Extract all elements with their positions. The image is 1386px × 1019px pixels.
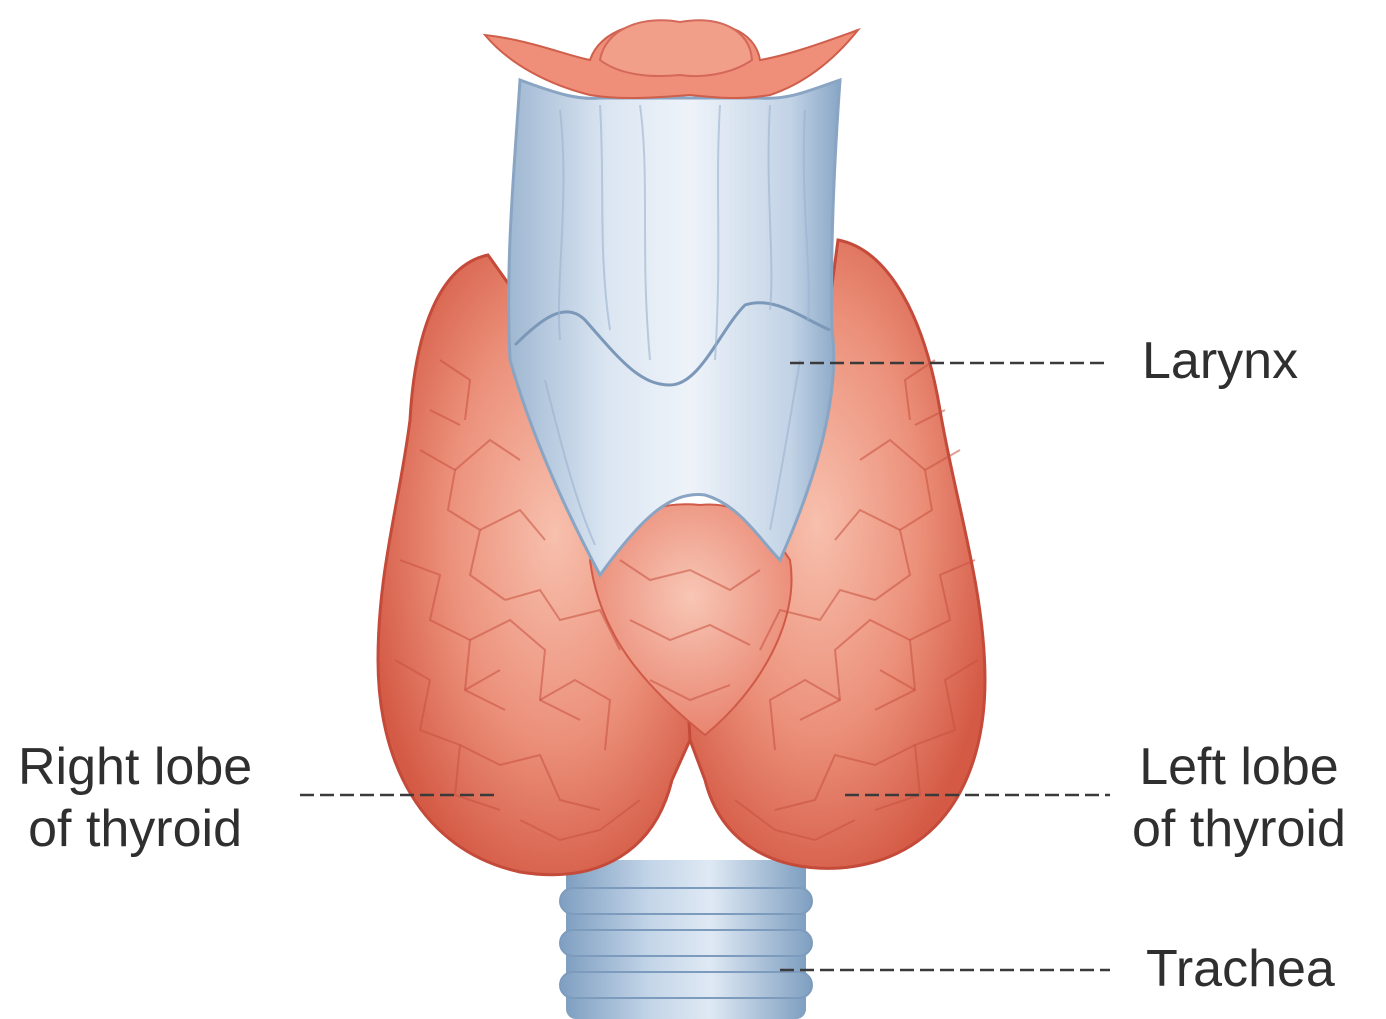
trachea-label-text: Trachea [1146,938,1335,1000]
larynx-label-text: Larynx [1142,330,1298,392]
epiglottis-tip [600,20,752,76]
right-lobe-label-line1: Right lobe [18,736,252,798]
left-lobe-label-line2: of thyroid [1132,798,1346,860]
right-lobe-label: Right lobe of thyroid [18,736,252,860]
left-lobe-label: Left lobe of thyroid [1132,736,1346,860]
left-lobe-label-line1: Left lobe [1132,736,1346,798]
right-lobe-label-line2: of thyroid [18,798,252,860]
trachea-rings [560,860,812,1019]
trachea-label: Trachea [1146,938,1335,1000]
larynx-label: Larynx [1142,330,1298,392]
